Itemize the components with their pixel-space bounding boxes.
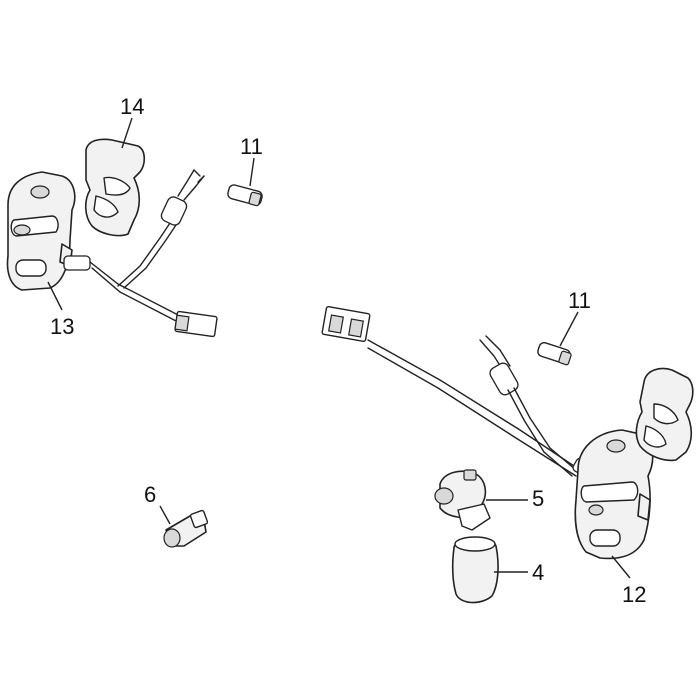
bulb-socket-part [434, 469, 491, 531]
right-switch-cover [635, 367, 694, 462]
right-wire-harness [367, 335, 592, 477]
callout-13: 13 [50, 314, 74, 339]
left-connector-block [174, 310, 218, 338]
right-connector-block [321, 306, 371, 342]
callout-12: 12 [622, 582, 646, 607]
small-connector-part [163, 509, 209, 548]
right-switch-housing [574, 429, 654, 560]
right-bulb [537, 341, 572, 366]
callout-11-right: 11 [568, 288, 591, 313]
leader-lines [47, 117, 631, 579]
callout-4: 4 [532, 560, 544, 585]
callout-6: 6 [144, 482, 156, 507]
left-switch-cover [84, 138, 146, 237]
left-wire-harness [63, 169, 205, 323]
left-switch-housing [6, 171, 76, 291]
left-bulb [227, 184, 263, 207]
callout-14: 14 [120, 94, 144, 119]
callout-5: 5 [532, 486, 544, 511]
callout-11-left: 11 [240, 134, 263, 159]
cap-sleeve-part [451, 536, 499, 604]
